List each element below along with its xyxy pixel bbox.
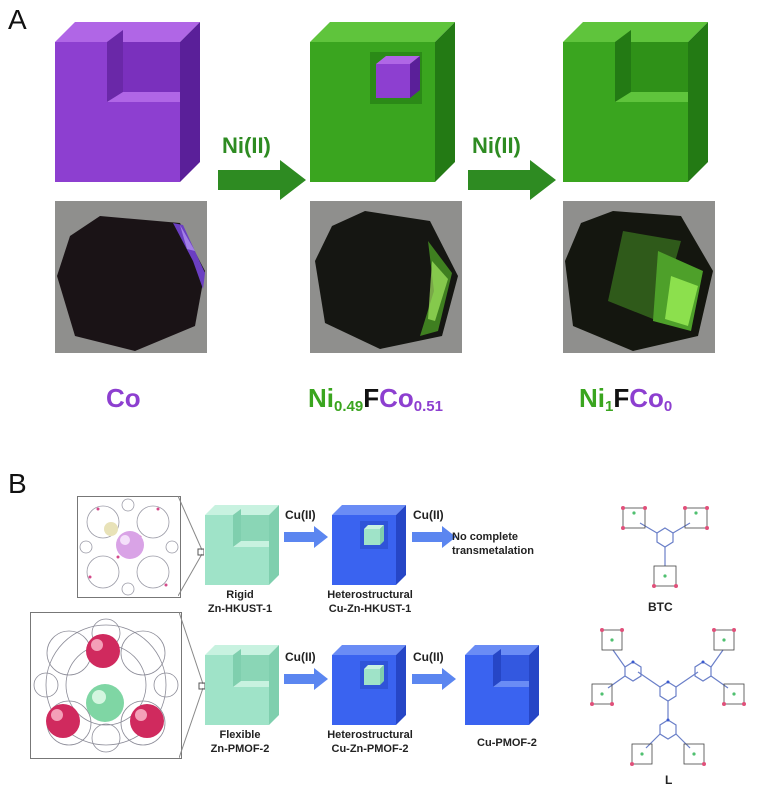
ni-arrow-label-2: Ni(II)	[472, 133, 521, 158]
cu-zn-hkust-cube	[332, 505, 406, 585]
no-transmetalation-line1: No complete	[452, 531, 519, 543]
l-molecule	[590, 628, 746, 766]
zn-hkust-cube	[205, 505, 279, 585]
ni049-crystal-photo	[310, 201, 462, 353]
label-mid-co-sub: 0.51	[413, 398, 443, 415]
cu-arrow-label-r1a: Cu(II)	[285, 508, 316, 522]
zn-hkust-label: Rigid Zn-HKUST-1	[185, 588, 295, 616]
no-transmetalation-label: No complete transmetalation	[452, 530, 562, 558]
label-mid-ni: Ni	[308, 383, 334, 413]
label-right-co-sub: 0	[663, 398, 673, 415]
no-transmetalation-line2: transmetalation	[452, 545, 534, 557]
cu-zn-pmof-label: Heterostructural Cu-Zn-PMOF-2	[312, 728, 428, 756]
cu-zn-pmof-label-line1: Heterostructural	[327, 729, 413, 741]
cu-zn-pmof-label-line2: Cu-Zn-PMOF-2	[331, 743, 409, 755]
ni049-cube	[310, 22, 455, 182]
pmof-framework-inset	[30, 612, 182, 759]
co-crystal-photo	[55, 201, 207, 353]
cu-arrow-r2a	[284, 668, 328, 690]
label-co: Co	[106, 383, 141, 413]
hkust-zoom-lines	[178, 496, 204, 596]
pmof-zoom-lines	[179, 612, 205, 758]
cu-arrow-r1b	[412, 526, 456, 548]
zn-pmof-label: Flexible Zn-PMOF-2	[185, 728, 295, 756]
label-right-ni-sub: 1	[605, 398, 614, 415]
panel-a-letter: A	[8, 4, 27, 35]
panel-b-letter: B	[8, 468, 27, 499]
zn-pmof-cube	[205, 645, 279, 725]
label-mid-ni-sub: 0.49	[334, 398, 364, 415]
cu-zn-hkust-label: Heterostructural Cu-Zn-HKUST-1	[312, 588, 428, 616]
cu-zn-hkust-label-line1: Heterostructural	[327, 589, 413, 601]
hkust-framework-inset	[77, 496, 181, 598]
cu-pmof-label: Cu-PMOF-2	[477, 737, 537, 749]
cu-zn-hkust-label-line2: Cu-Zn-HKUST-1	[328, 603, 412, 615]
ni1-cube	[563, 22, 708, 182]
label-ni049fco051: Ni0.49FCo0.51	[308, 383, 443, 415]
l-label: L	[665, 773, 673, 787]
ni-arrow-2	[468, 160, 556, 200]
cu-arrow-r2b	[412, 668, 456, 690]
label-ni1fco0: Ni1FCo0	[579, 383, 672, 415]
cu-zn-pmof-cube	[332, 645, 406, 725]
co-cube	[55, 22, 200, 182]
cu-pmof-cube	[465, 645, 539, 725]
label-right-co: Co	[629, 383, 664, 413]
label-right-ni: Ni	[579, 383, 605, 413]
ni1-crystal-photo	[563, 201, 715, 353]
zn-hkust-label-line1: Rigid	[226, 589, 254, 601]
label-right-f: F	[613, 383, 630, 413]
zn-hkust-label-line2: Zn-HKUST-1	[207, 603, 273, 615]
ni-arrow-label-1: Ni(II)	[222, 133, 271, 158]
ni-arrow-1	[218, 160, 306, 200]
cu-arrow-label-r2b: Cu(II)	[413, 650, 444, 664]
zn-pmof-label-line2: Zn-PMOF-2	[210, 743, 270, 755]
label-mid-f: F	[363, 383, 380, 413]
zn-pmof-label-line1: Flexible	[219, 729, 261, 741]
label-mid-co: Co	[379, 383, 414, 413]
btc-molecule	[621, 506, 709, 588]
cu-arrow-r1a	[284, 526, 328, 548]
btc-label: BTC	[648, 600, 673, 614]
cu-arrow-label-r1b: Cu(II)	[413, 508, 444, 522]
cu-arrow-label-r2a: Cu(II)	[285, 650, 316, 664]
